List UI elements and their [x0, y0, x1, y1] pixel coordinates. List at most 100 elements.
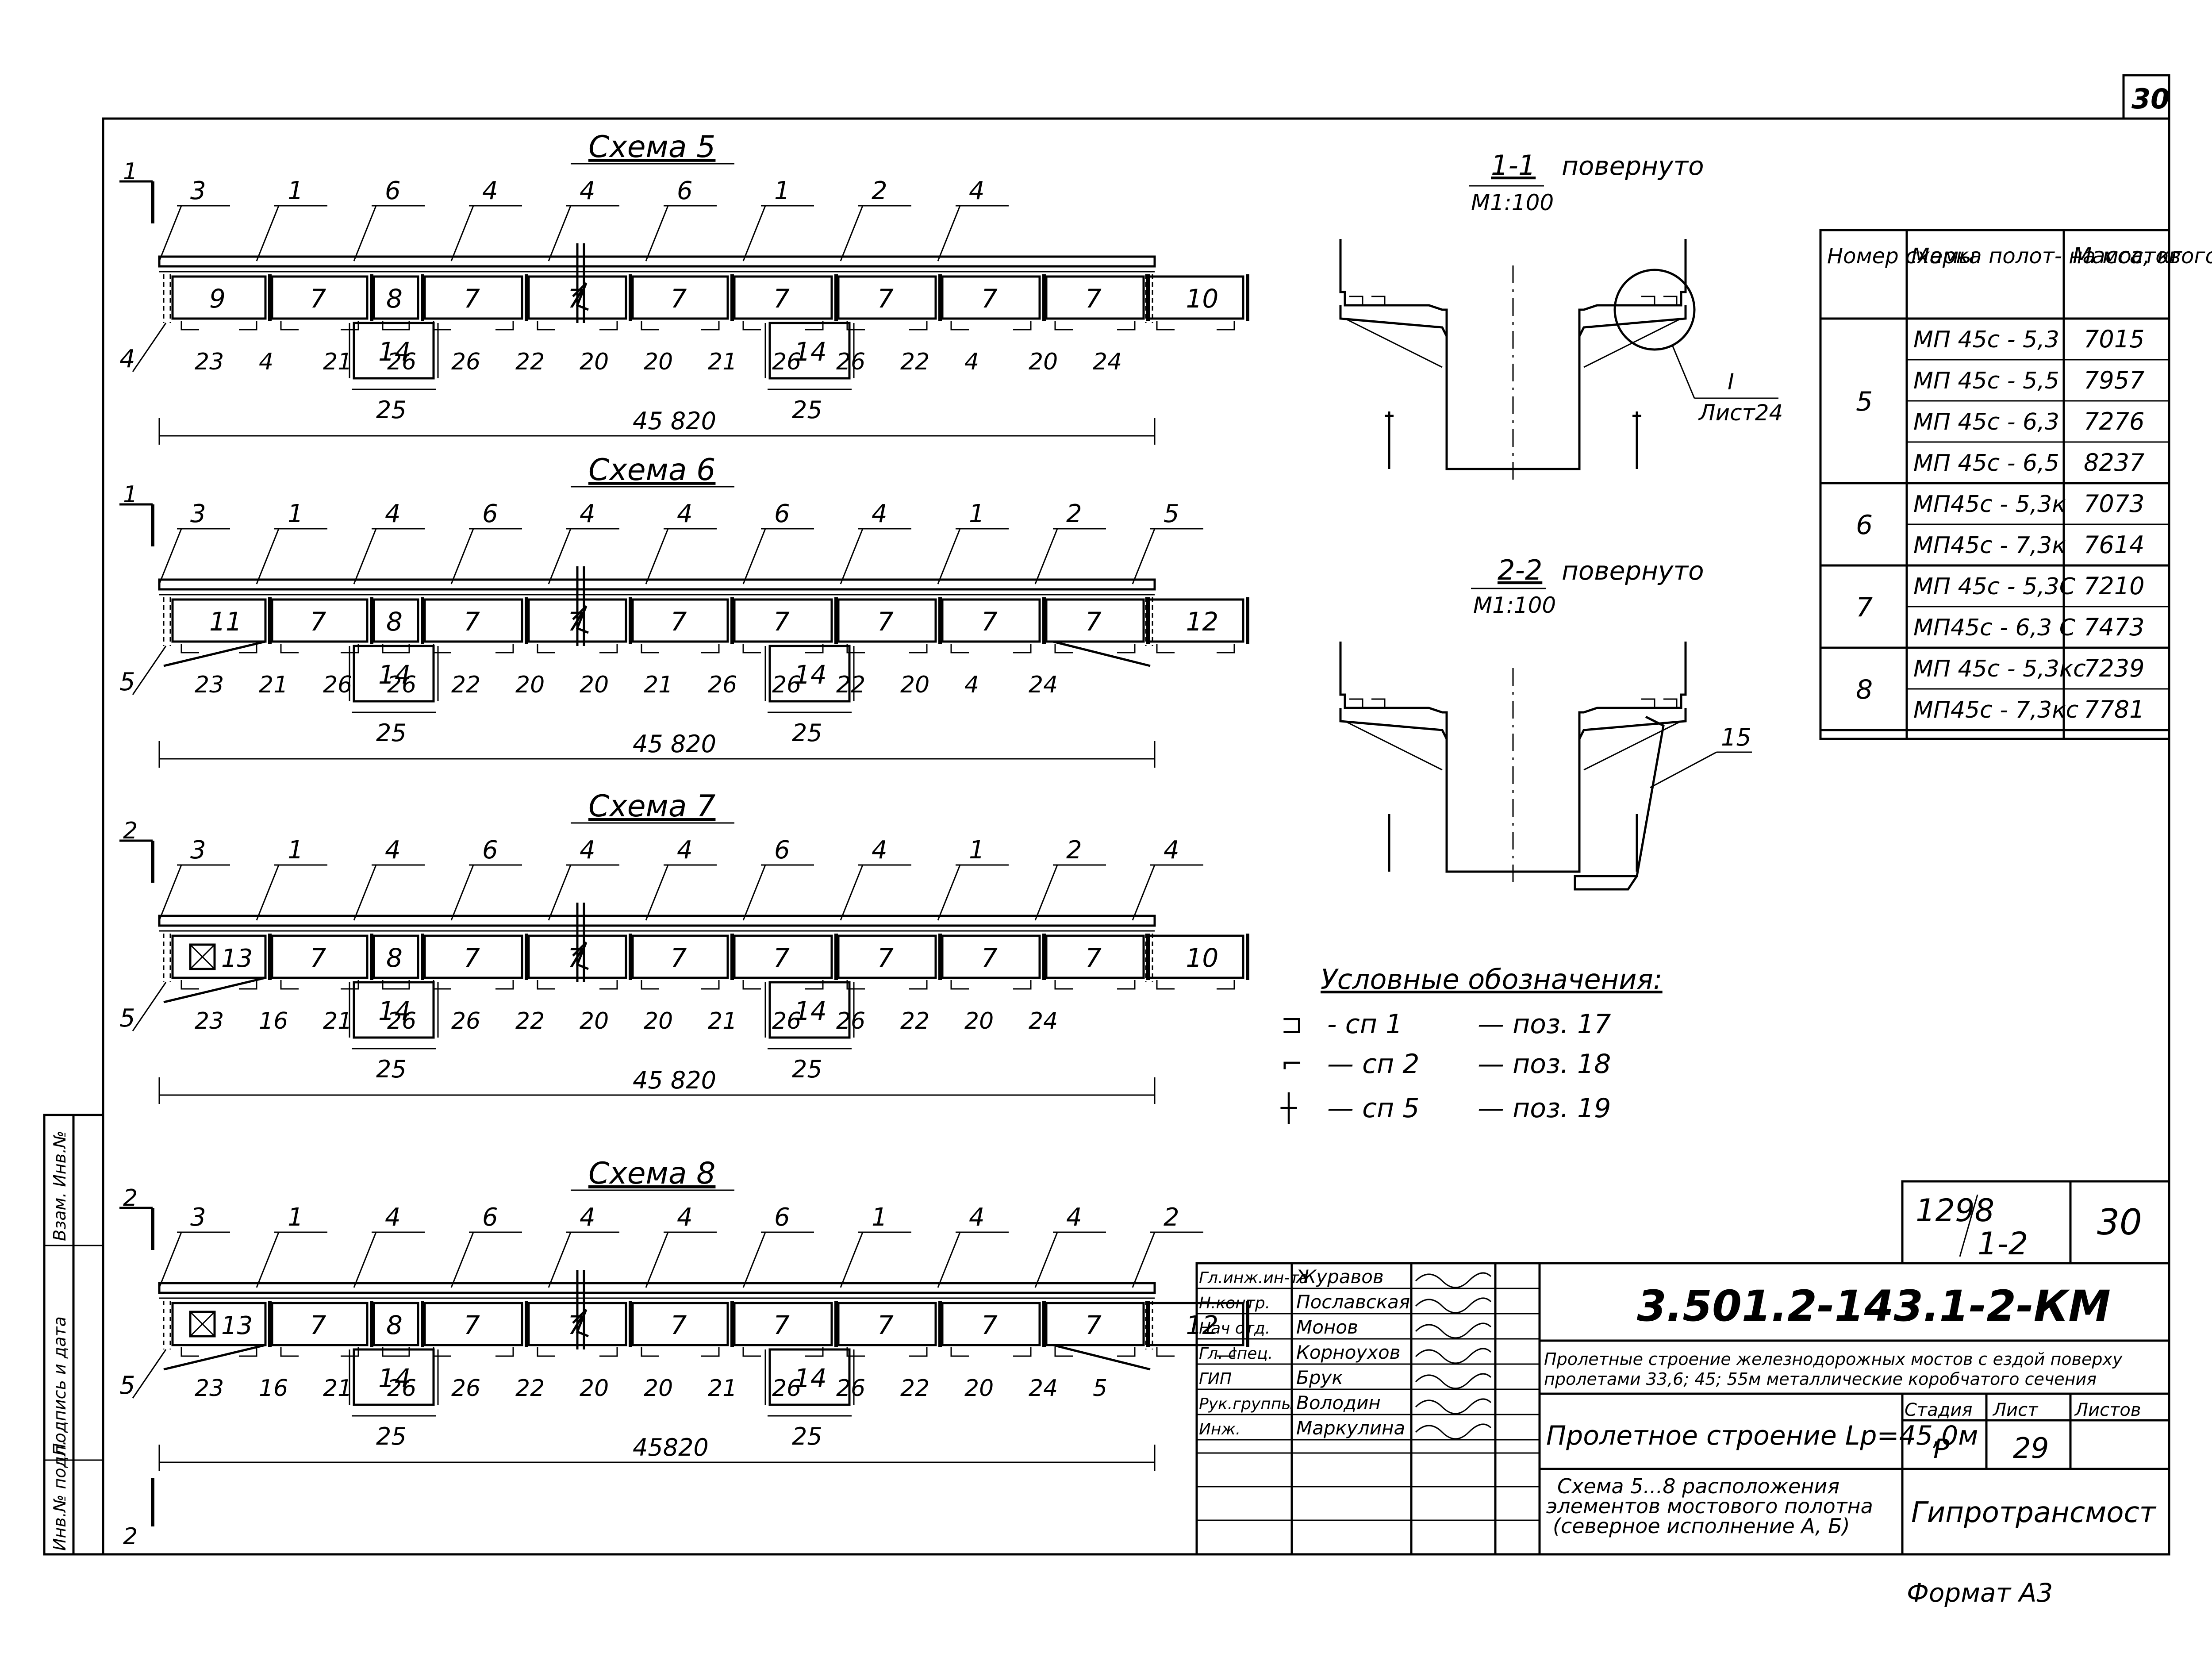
- album-sub: 1-2: [1978, 1226, 2028, 1262]
- legend-symbol-2: ⌐: [1281, 1049, 1303, 1080]
- callout-leader: [548, 528, 572, 584]
- group-scheme: 6: [1856, 510, 1873, 541]
- panel: [733, 598, 833, 643]
- splice-mark: [280, 321, 359, 331]
- legend-code-2: — сп 2: [1327, 1049, 1420, 1080]
- panel-label: 7: [464, 1310, 480, 1340]
- center-box: [768, 645, 851, 703]
- dimension-value: 45 820: [633, 1066, 716, 1094]
- row-mass: 7073: [2084, 490, 2144, 518]
- page-number-box: [2122, 74, 2170, 120]
- splice-mark: [180, 321, 257, 331]
- panel: [941, 1302, 1041, 1346]
- row-mass: 7473: [2084, 613, 2144, 641]
- callout-leader: [840, 865, 864, 921]
- callout-left: 5: [119, 1004, 135, 1033]
- center-box-label: 14: [794, 1363, 827, 1393]
- header-scheme: Номер схемы: [1827, 244, 1975, 269]
- panel: [171, 1302, 267, 1346]
- callout-leader: [645, 1232, 669, 1288]
- break-symbol: [572, 903, 589, 982]
- callout-top: 4: [872, 500, 887, 528]
- panel: [527, 1302, 627, 1346]
- callout-top: 6: [482, 1203, 498, 1232]
- splice-mark: [433, 644, 514, 654]
- callout-bottom: 23: [195, 672, 224, 698]
- callout-bottom: 26: [451, 1375, 480, 1402]
- panel: [423, 1302, 523, 1346]
- callout-bottom: 26: [836, 349, 865, 375]
- callout-bottom: 20: [580, 672, 609, 698]
- panel: [733, 275, 833, 320]
- callout-leader: [645, 528, 669, 584]
- callout-bottom: 22: [900, 1008, 929, 1034]
- callout-top: 6: [774, 836, 790, 865]
- callout-bottom: 21: [708, 349, 737, 375]
- section-2-2-title: 2-2: [1498, 554, 1542, 586]
- stage-label: Стадия: [1905, 1400, 1972, 1420]
- callout-top: 4: [969, 1203, 985, 1232]
- panel-label: 7: [981, 943, 998, 973]
- project-line-1: Пролетные строение железнодорожных мосто…: [1544, 1349, 2123, 1369]
- callout-bottom: 21: [644, 672, 673, 698]
- scheme-title: Схема 5: [588, 130, 715, 165]
- panel-label: 13: [221, 1311, 253, 1340]
- panel-label: 7: [671, 607, 687, 637]
- callout-bottom: 26: [387, 1008, 416, 1034]
- splice-mark: [641, 980, 720, 990]
- row-mass: 7210: [2084, 572, 2144, 600]
- callout-top: 6: [482, 500, 498, 528]
- callout-leader: [742, 1232, 766, 1288]
- callout-leader: [937, 528, 961, 584]
- callout-bottom: 26: [323, 672, 352, 698]
- callout-bottom: 22: [451, 672, 480, 698]
- panel-label: 7: [671, 284, 687, 314]
- splice-mark: [537, 1347, 618, 1357]
- panel: [941, 598, 1041, 643]
- callout-leader: [256, 528, 280, 584]
- callout-bottom: 20: [900, 672, 929, 698]
- scheme-title: Схема 6: [588, 453, 715, 488]
- panel: [271, 275, 369, 320]
- dimension-value: 45 820: [633, 407, 716, 435]
- center-box-side: [764, 323, 855, 378]
- sig-role: Рук.группы: [1199, 1395, 1294, 1413]
- slope-right: [1052, 1344, 1151, 1371]
- stage-value: Р: [1933, 1434, 1950, 1465]
- splice-mark: [1156, 644, 1235, 654]
- callout-top: 1: [969, 500, 985, 528]
- splice-mark: [1054, 321, 1136, 331]
- splice-mark: [1054, 980, 1136, 990]
- panel: [527, 275, 627, 320]
- callout-top: 4: [969, 177, 985, 205]
- section-1-1: 1-1 повернуто М1:100 I Лист24: [1339, 149, 1783, 482]
- deck-plate: [158, 1282, 1156, 1294]
- center-box: [768, 981, 851, 1039]
- box-label: 25: [792, 719, 822, 747]
- splice-mark: [280, 980, 359, 990]
- signature-scribble: [1415, 1373, 1492, 1389]
- callout-bottom: 26: [772, 1008, 801, 1034]
- break-symbol: [572, 243, 589, 323]
- center-box-label: 14: [378, 1363, 411, 1393]
- panel: [837, 934, 937, 979]
- sig-role: ГИП: [1199, 1370, 1232, 1388]
- callout-bottom: 24: [1029, 1375, 1058, 1402]
- panel-label: 7: [773, 284, 790, 314]
- callout-bottom: 4: [964, 672, 979, 698]
- splice-mark: [537, 980, 618, 990]
- callout-bottom: 26: [451, 1008, 480, 1034]
- panel-label: 8: [386, 607, 403, 637]
- callout-leader: [450, 205, 474, 261]
- callout-top: 1: [969, 836, 985, 865]
- row-mark: МП 45с - 5,3С: [1913, 573, 2076, 600]
- splice-mark: [537, 321, 618, 331]
- callout-leader: [353, 1232, 377, 1288]
- callout-bottom: 21: [708, 1008, 737, 1034]
- panel: [631, 934, 729, 979]
- group-scheme: 5: [1856, 386, 1873, 417]
- panel-label: 10: [1186, 943, 1219, 973]
- legend-code-1: - сп 1: [1327, 1009, 1402, 1040]
